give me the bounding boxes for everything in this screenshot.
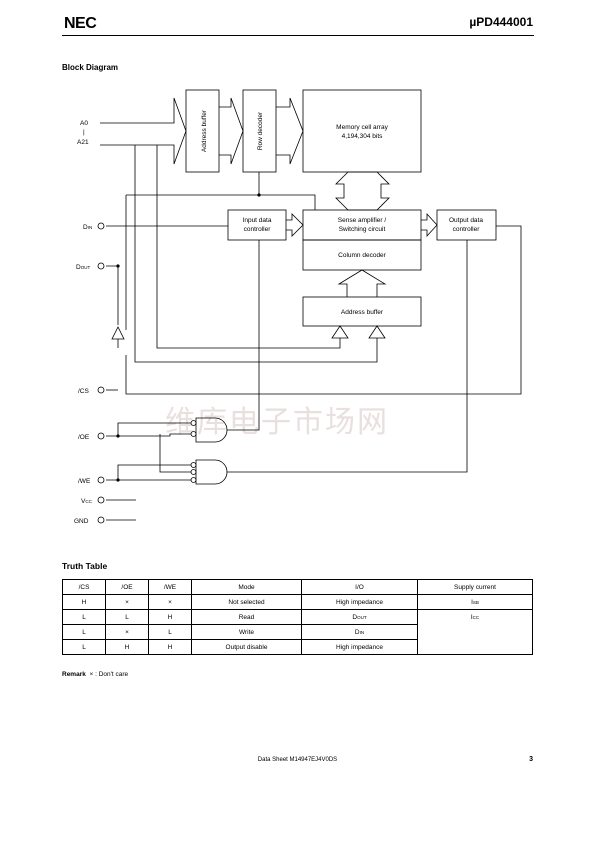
cell-we: L — [148, 624, 192, 640]
column-header: I/O — [301, 579, 418, 595]
pin-oe — [97, 432, 105, 440]
pin-gnd — [97, 516, 105, 524]
truth-table: /CS /OE /WE Mode I/O Supply current H × … — [62, 579, 533, 655]
cell-io: DOUT — [301, 609, 418, 625]
table-row: H × × Not selected High impedance ISB — [62, 594, 533, 610]
table-row: L L H Read DOUT ICC — [62, 609, 533, 655]
cell-cs: L — [62, 639, 106, 655]
arrow-address-bottom — [134, 145, 386, 363]
cell-mode: Not selected — [191, 594, 302, 610]
arrow-input-to-sense — [286, 213, 304, 237]
cell-cs: H — [62, 594, 106, 610]
pin-label-dout: DOUT — [76, 264, 90, 271]
output-controller-label-2: controller — [453, 226, 481, 233]
memory-cell-array-block — [302, 89, 422, 173]
pin-label-a21: A21 — [77, 139, 89, 146]
block-diagram-heading: Block Diagram — [62, 63, 119, 72]
and-gate-we — [195, 459, 228, 485]
table-row: L H H Output disable High impedance — [62, 639, 533, 655]
pin-label-a0: A0 — [80, 120, 88, 127]
remark: Remark × : Don't care — [62, 671, 128, 678]
cell-supply: ICC — [417, 609, 533, 655]
address-buffer-top-label: Address buffer — [201, 109, 208, 152]
address-buffer-bottom-block — [302, 296, 422, 327]
document-number: Data Sheet M14947EJ4V0DS — [257, 757, 338, 763]
address-buffer-bottom-label: Address buffer — [341, 309, 384, 316]
cell-we: H — [148, 639, 192, 655]
truth-table-header-row: /CS /OE /WE Mode I/O Supply current — [62, 579, 533, 595]
memory-cell-label-1: Memory cell array — [336, 124, 388, 131]
column-decoder-label: Column decoder — [338, 252, 387, 259]
output-controller-label-1: Output data — [449, 217, 483, 224]
block-diagram: Address buffer Row decoder Memory cell a… — [74, 89, 522, 525]
column-header: /CS — [62, 579, 106, 595]
pin-dout — [97, 262, 105, 270]
arrow-sense-to-output — [421, 212, 438, 238]
cell-we: H — [148, 609, 192, 625]
output-data-controller-block — [436, 209, 497, 241]
remark-text: × : Don't care — [89, 671, 129, 678]
input-data-controller-block — [227, 209, 287, 241]
sense-amp-label-2: Switching circuit — [339, 226, 386, 233]
nec-logo: NEC — [64, 15, 97, 32]
cell-supply: ISB — [417, 594, 533, 610]
cell-mode: Write — [191, 624, 302, 640]
cell-io: DIN — [301, 624, 418, 640]
input-controller-label-1: Input data — [243, 217, 272, 224]
column-header: Mode — [191, 579, 302, 595]
address-bus-arrow — [100, 97, 187, 165]
memory-cell-label-2: 4,194,304 bits — [342, 133, 384, 140]
pin-label-dash: | — [83, 129, 85, 136]
pin-din — [97, 222, 105, 230]
cell-io: High impedance — [301, 639, 418, 655]
arrow-buffer-to-column — [337, 269, 387, 297]
arrow-memory-sense — [335, 171, 390, 211]
row-decoder-label: Row decoder — [257, 111, 264, 150]
remark-label: Remark — [62, 671, 86, 678]
part-number: µPD444001 — [469, 15, 533, 29]
cell-oe: × — [105, 624, 149, 640]
pin-label-din: DIN — [83, 224, 92, 231]
sense-amplifier-block — [302, 209, 422, 241]
header-rule — [62, 35, 534, 36]
arrow-decoder-to-memory — [276, 97, 304, 165]
cell-io: High impedance — [301, 594, 418, 610]
output-buffer-triangle — [111, 326, 125, 340]
column-header: /OE — [105, 579, 149, 595]
cell-we: × — [148, 594, 192, 610]
pin-cs — [97, 386, 105, 394]
page-number: 3 — [529, 756, 533, 763]
sense-amp-label-1: Sense amplifier / — [338, 217, 387, 224]
column-header: /WE — [148, 579, 192, 595]
cell-oe: H — [105, 639, 149, 655]
cell-cs: L — [62, 624, 106, 640]
watermark: 维库电子市场网 — [165, 405, 389, 440]
cell-oe: L — [105, 609, 149, 625]
pin-we — [97, 476, 105, 484]
pin-label-we: /WE — [78, 478, 91, 485]
cell-oe: × — [105, 594, 149, 610]
pin-label-gnd: GND — [74, 518, 89, 525]
input-controller-label-2: controller — [244, 226, 272, 233]
truth-table-heading: Truth Table — [62, 561, 108, 571]
pin-label-vcc: VCC — [81, 498, 93, 505]
pin-vcc — [97, 496, 105, 504]
cell-mode: Read — [191, 609, 302, 625]
and-gate-oe — [195, 417, 228, 443]
pin-label-oe: /OE — [78, 434, 90, 441]
cell-mode: Output disable — [191, 639, 302, 655]
cell-cs: L — [62, 609, 106, 625]
arrow-buffer-to-decoder — [219, 97, 244, 165]
pin-label-cs: /CS — [78, 388, 90, 395]
column-header: Supply current — [417, 579, 533, 595]
